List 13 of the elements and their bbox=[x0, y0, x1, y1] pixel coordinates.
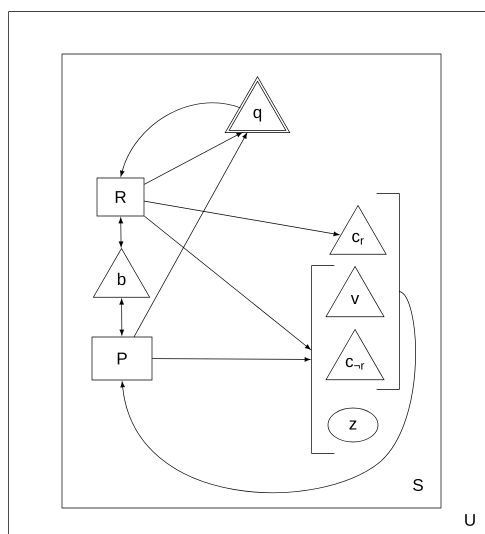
box: P bbox=[92, 336, 152, 380]
arrow bbox=[120, 291, 416, 493]
bracket bbox=[376, 193, 400, 390]
arrow bbox=[118, 218, 124, 248]
arrow bbox=[120, 102, 241, 177]
box: R bbox=[96, 178, 144, 216]
arrow bbox=[134, 132, 248, 337]
arrow bbox=[144, 200, 340, 236]
arrow bbox=[144, 132, 242, 185]
arrow bbox=[119, 298, 124, 336]
bracket bbox=[311, 265, 335, 454]
arrow bbox=[144, 216, 311, 350]
arrow bbox=[152, 357, 310, 362]
